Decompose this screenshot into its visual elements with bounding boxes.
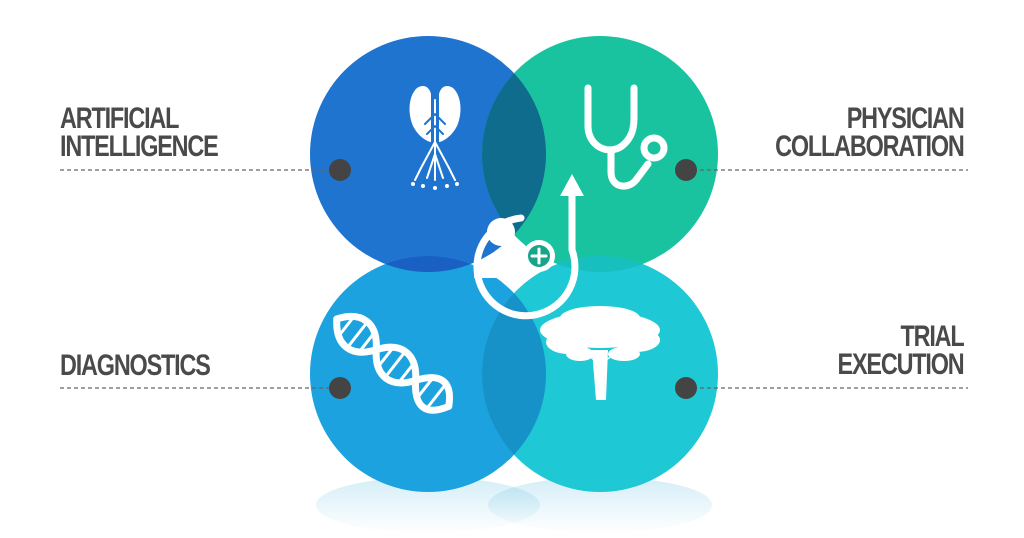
reflection <box>316 477 712 533</box>
dot-top-left <box>329 159 351 181</box>
dna-icon <box>333 312 454 414</box>
tree-icon <box>540 306 660 400</box>
stethoscope-icon <box>584 84 668 190</box>
label-artificial-intelligence: ARTIFICIAL INTELLIGENCE <box>60 102 219 163</box>
dot-bottom-right <box>675 377 697 399</box>
label-diagnostics: DIAGNOSTICS <box>60 349 211 382</box>
label-line: COLLABORATION <box>775 130 966 163</box>
connector-dots <box>329 159 697 399</box>
label-line: INTELLIGENCE <box>60 130 219 163</box>
label-line: TRIAL <box>900 320 965 353</box>
user-add-cycle-icon <box>473 174 584 320</box>
label-trial-execution: TRIAL EXECUTION <box>838 320 965 381</box>
label-physician-collaboration: PHYSICIAN COLLABORATION <box>775 102 966 163</box>
label-line: DIAGNOSTICS <box>60 349 211 382</box>
dot-bottom-left <box>329 377 351 399</box>
connectors <box>60 169 968 389</box>
dot-top-right <box>675 159 697 181</box>
label-line: ARTIFICIAL <box>60 102 179 135</box>
label-line: PHYSICIAN <box>847 102 965 135</box>
circle-physician-collaboration <box>482 36 718 272</box>
label-line: EXECUTION <box>838 348 965 381</box>
circle-diagnostics <box>310 256 546 492</box>
brain-tree-icon <box>409 86 461 190</box>
